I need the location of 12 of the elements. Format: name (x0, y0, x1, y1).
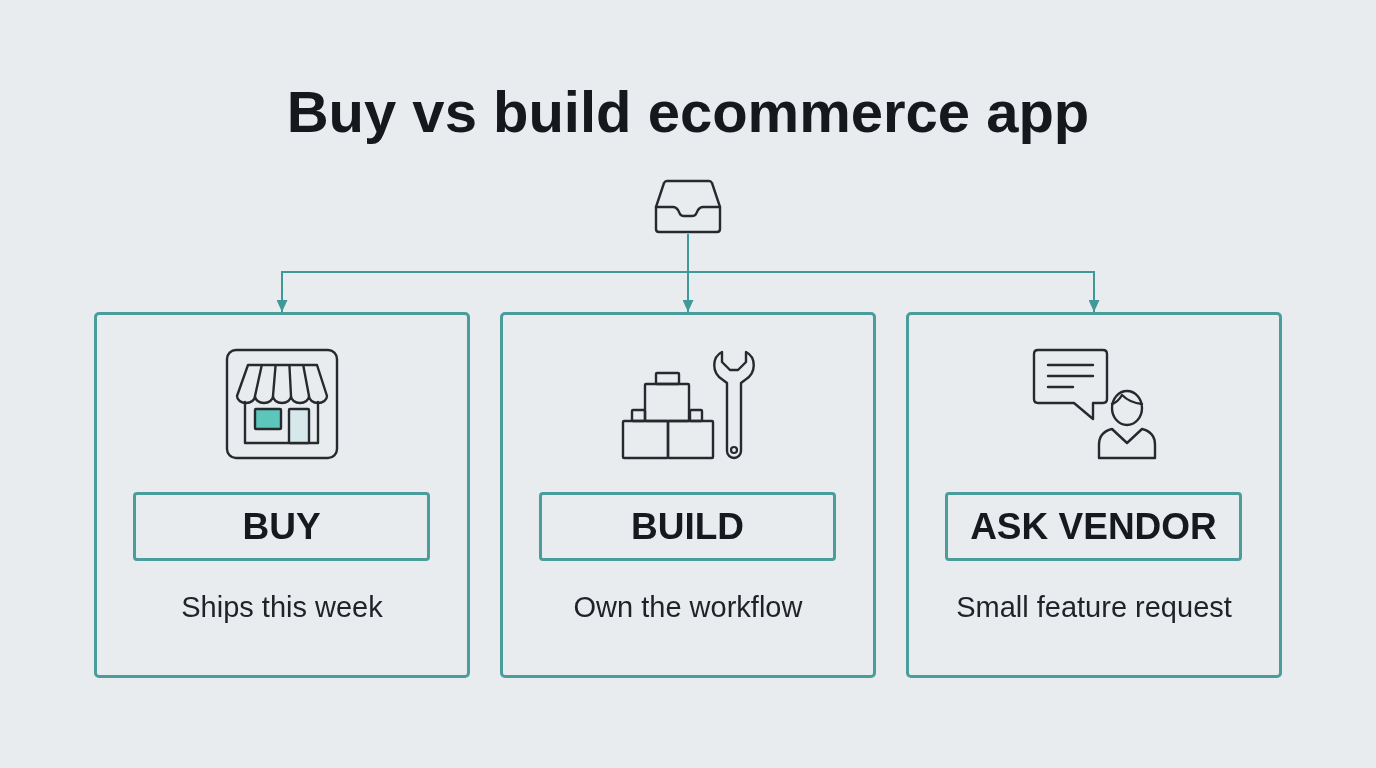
option-label: ASK VENDOR (945, 492, 1242, 561)
diagram-title: Buy vs build ecommerce app (286, 79, 1090, 145)
connector-arrow (687, 233, 1100, 313)
option-label: BUILD (539, 492, 836, 561)
option-description: Small feature request (956, 590, 1232, 624)
inbox-tray-icon (654, 179, 722, 234)
option-card (94, 312, 470, 678)
option-card (500, 312, 876, 678)
option-label: BUY (133, 492, 430, 561)
option-description: Ships this week (181, 590, 383, 624)
option-description: Own the workflow (573, 590, 803, 624)
option-card (906, 312, 1282, 678)
